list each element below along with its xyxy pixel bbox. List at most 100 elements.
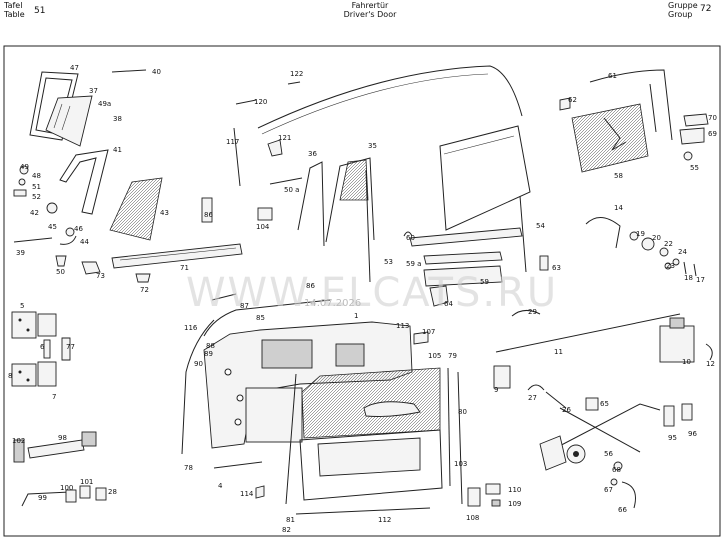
part-number: 101 bbox=[80, 478, 93, 486]
part-number: 121 bbox=[278, 134, 291, 142]
vent-glass-43 bbox=[109, 177, 163, 241]
clips-95-96 bbox=[663, 403, 693, 427]
part-number: 8 bbox=[8, 372, 12, 380]
bracket-77 bbox=[61, 337, 71, 361]
part-number: 5 bbox=[20, 302, 24, 310]
part-number: 29 bbox=[528, 308, 537, 316]
part-number: 68 bbox=[612, 466, 621, 474]
part-number: 18 bbox=[684, 274, 693, 282]
strap-99 bbox=[21, 485, 107, 507]
part-number: 19 bbox=[636, 230, 645, 238]
tafel-label: Tafel bbox=[4, 1, 23, 10]
part-number: 110 bbox=[508, 486, 521, 494]
part-number: 104 bbox=[256, 223, 270, 231]
handle-26 bbox=[545, 391, 567, 409]
channel-61-inner bbox=[649, 83, 657, 133]
door-glass-58-main bbox=[439, 125, 531, 231]
hinge-lower bbox=[11, 361, 57, 387]
part-number: 59 a bbox=[406, 260, 421, 268]
hinge-upper bbox=[11, 311, 57, 339]
part-number: 27 bbox=[528, 394, 537, 402]
latch-69-70 bbox=[679, 113, 709, 161]
channel-61 bbox=[589, 69, 673, 141]
part-number: 49 bbox=[20, 163, 29, 171]
part-number: 67 bbox=[604, 486, 613, 494]
lock-rod-14 bbox=[585, 217, 621, 249]
part-number: 112 bbox=[378, 516, 391, 524]
part-number: 85 bbox=[256, 314, 265, 322]
clip-63 bbox=[539, 255, 549, 271]
clip-62 bbox=[559, 97, 571, 111]
part-number: 20 bbox=[652, 234, 661, 242]
small-parts-108-110 bbox=[467, 483, 501, 507]
lock-cylinder-parts bbox=[629, 231, 697, 277]
diagram-frame bbox=[3, 45, 721, 537]
part-number: 36 bbox=[308, 150, 317, 158]
part-number: 10 bbox=[682, 358, 691, 366]
part-number: 98 bbox=[58, 434, 67, 442]
part-number: 78 bbox=[184, 464, 193, 472]
vent-window-seal bbox=[59, 149, 109, 215]
part-number: 41 bbox=[113, 146, 122, 154]
part-number: 23 bbox=[666, 262, 675, 270]
part-number: 116 bbox=[184, 324, 198, 332]
clip-114 bbox=[255, 485, 265, 499]
part-number: 6 bbox=[40, 343, 45, 351]
part-number: 99 bbox=[38, 494, 47, 502]
channel-59a bbox=[423, 251, 503, 265]
part-number: 51 bbox=[32, 183, 41, 191]
part-number: 28 bbox=[108, 488, 117, 496]
clip-72 bbox=[135, 273, 151, 283]
part-number: 62 bbox=[568, 96, 577, 104]
watermark-site: WWW.ELCATS.RU bbox=[186, 270, 558, 316]
quarter-glass-35 bbox=[339, 159, 369, 201]
part-number: 89 bbox=[204, 350, 213, 358]
part-number: 17 bbox=[696, 276, 705, 284]
group-header: Gruppe Group bbox=[668, 1, 698, 19]
channel-59 bbox=[423, 265, 503, 287]
part-number: 48 bbox=[32, 172, 41, 180]
door-pocket bbox=[299, 429, 443, 501]
part-number: 35 bbox=[368, 142, 377, 150]
clip-120 bbox=[235, 99, 257, 105]
channel-105 bbox=[447, 367, 451, 487]
seal-85 bbox=[203, 299, 331, 337]
seal-strip-40 bbox=[111, 69, 147, 73]
part-number: 38 bbox=[113, 115, 122, 123]
door-trim-panel bbox=[301, 367, 441, 439]
part-number-labels: 47 40 37 49a 38 41 49 48 51 52 42 43 45 … bbox=[8, 64, 717, 534]
table-number: 51 bbox=[34, 6, 46, 16]
part-number: 60 bbox=[406, 234, 415, 242]
part-number: 12 bbox=[706, 360, 715, 368]
part-number: 53 bbox=[384, 258, 393, 266]
part-number: 44 bbox=[80, 238, 89, 246]
gruppe-label: Gruppe bbox=[668, 1, 698, 10]
part-number: 55 bbox=[690, 164, 699, 172]
part-number: 42 bbox=[30, 209, 39, 217]
part-number: 39 bbox=[16, 249, 25, 257]
part-number: 61 bbox=[608, 72, 617, 80]
rod-50a bbox=[269, 177, 303, 185]
strip-4 bbox=[213, 461, 263, 469]
window-regulator-56 bbox=[539, 403, 661, 471]
part-number: 43 bbox=[160, 209, 169, 217]
lower-channel-71 bbox=[111, 243, 243, 269]
strip-81 bbox=[285, 373, 297, 505]
part-number: 22 bbox=[664, 240, 673, 248]
pivot-parts bbox=[13, 165, 101, 275]
part-65 bbox=[585, 397, 599, 411]
part-number: 52 bbox=[32, 193, 41, 201]
part-number: 108 bbox=[466, 514, 479, 522]
vent-window-glass bbox=[45, 95, 93, 147]
part-number: 122 bbox=[290, 70, 303, 78]
part-number: 40 bbox=[152, 68, 161, 76]
part-number: 95 bbox=[668, 434, 677, 442]
part-number: 49a bbox=[98, 100, 111, 108]
channel-60 bbox=[409, 227, 523, 247]
part-number: 1 bbox=[354, 312, 358, 320]
clip-86 bbox=[201, 197, 213, 223]
part-number: 73 bbox=[96, 272, 105, 280]
part-number: 87 bbox=[240, 302, 249, 310]
part-number: 63 bbox=[552, 264, 561, 272]
group-label: Group bbox=[668, 10, 693, 19]
